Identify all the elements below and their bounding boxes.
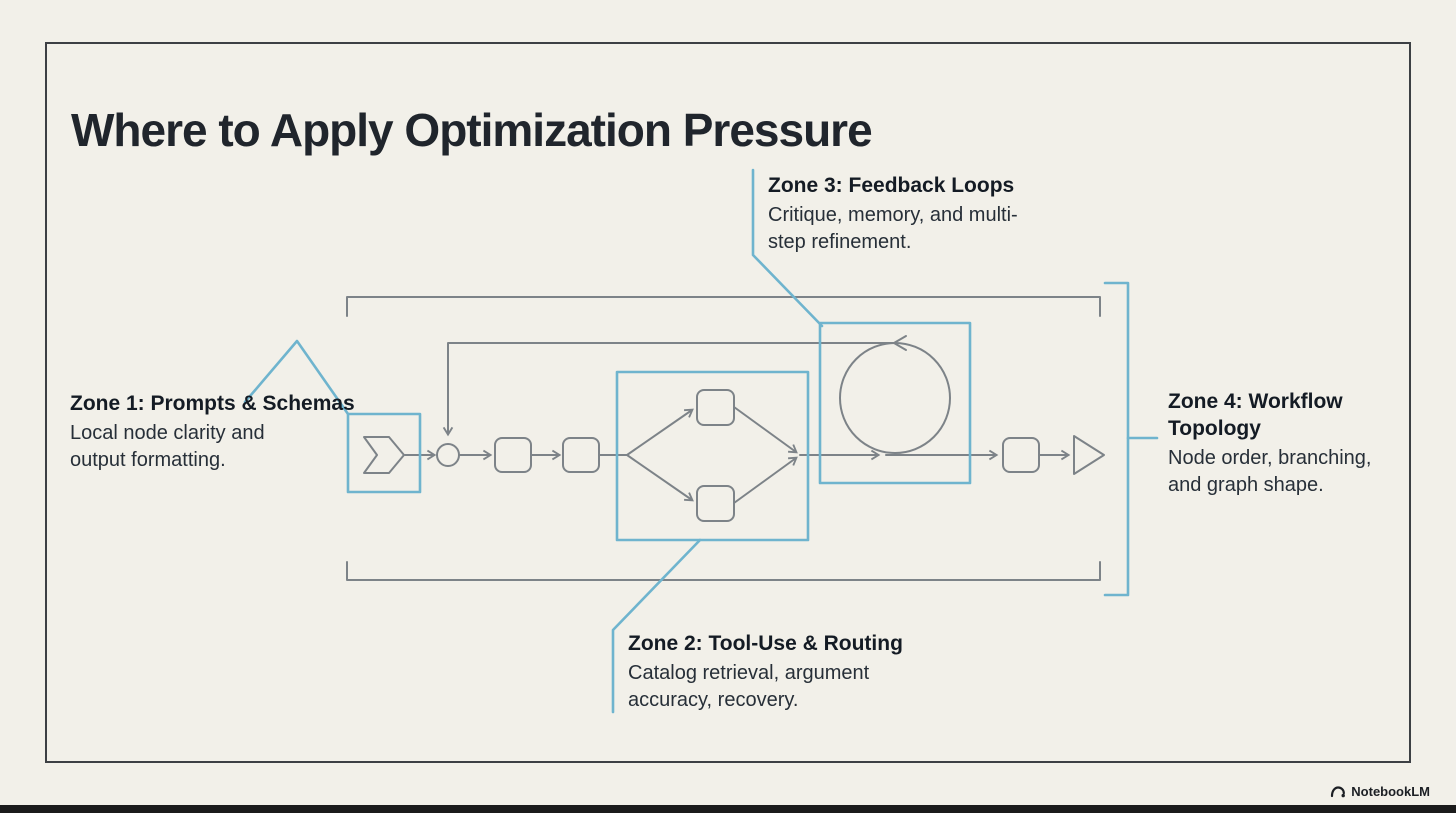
zone1-label: Zone 1: Prompts & Schemas Local node cla… [70,390,380,474]
zone2-highlight-box [615,370,810,542]
task-node [494,437,532,473]
loop-direction-arrowhead [893,335,907,351]
end-node [1073,435,1105,475]
workflow-graph [346,296,1105,581]
branch-top-node [696,389,735,426]
feedback-return-line [442,342,894,437]
task-node [1002,437,1040,473]
zone1-body: Local node clarity and output formatting… [70,422,265,471]
zone3-heading: Zone 3: Feedback Loops [768,174,1015,197]
branch-up-connector [626,408,694,456]
zone2-body: Catalog retrieval, argument accuracy, re… [628,662,870,711]
zone1-heading: Zone 1: Prompts & Schemas [70,392,355,415]
zone-highlights [243,168,1159,714]
zone2-leader-line [611,538,702,714]
slide-frame [45,42,1411,763]
bottom-bracket [346,561,1101,581]
feedback-loop-circle [839,342,951,454]
zone4-heading: Zone 4: Workflow Topology [1168,390,1343,440]
zone3-body: Critique, memory, and multi-step refinem… [768,204,1018,253]
zone3-leader-line [751,168,824,328]
notebooklm-logo-icon [1331,785,1346,797]
gateway-circle-node [436,443,460,467]
start-node [363,436,405,474]
notebooklm-brand: NotebookLM [1330,784,1430,799]
top-bracket [346,296,1101,317]
bottom-bar [0,805,1456,813]
zone4-label: Zone 4: Workflow Topology Node order, br… [1168,388,1383,499]
zone3-label: Zone 3: Feedback Loops Critique, memory,… [768,172,1068,256]
zone4-bracket [1103,281,1130,597]
zone3-highlight-box [818,321,972,485]
merge-up-connector [733,406,798,454]
branch-down-connector [626,454,694,502]
zone1-highlight-box [346,412,422,494]
merge-down-connector [733,456,798,504]
zone2-label: Zone 2: Tool-Use & Routing Catalog retri… [628,630,928,714]
notebooklm-brand-text: NotebookLM [1351,784,1430,799]
zone1-leader-line [243,339,350,416]
task-node [562,437,600,473]
slide-title: Where to Apply Optimization Pressure [71,103,873,156]
zone4-body: Node order, branching, and graph shape. [1168,447,1372,496]
branch-bottom-node [696,485,735,522]
zone2-heading: Zone 2: Tool-Use & Routing [628,632,903,655]
